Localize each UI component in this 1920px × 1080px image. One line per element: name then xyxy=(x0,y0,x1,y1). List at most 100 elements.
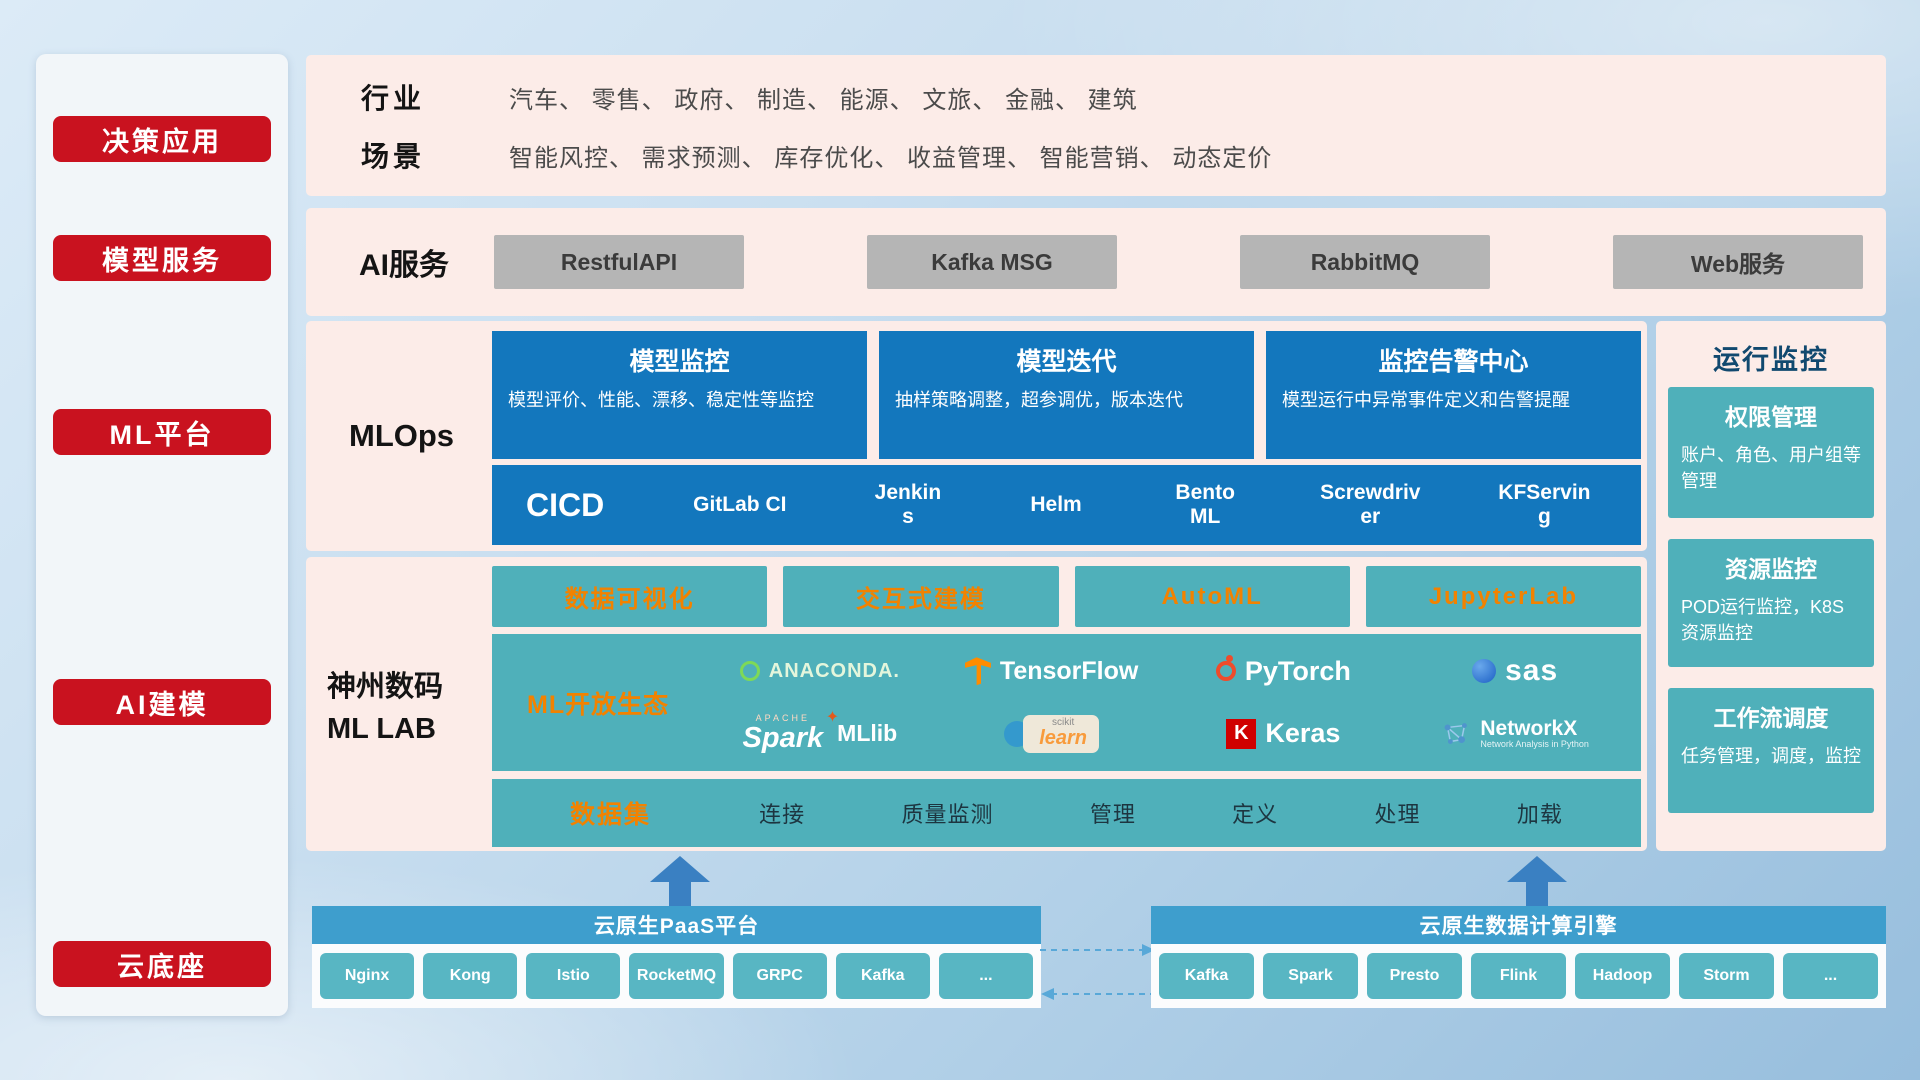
scikit-learn-logo: scikit learn xyxy=(936,714,1168,753)
dataset-item-define: 定义 xyxy=(1232,802,1279,827)
ml-open-ecosystem-box: ML开放生态 ANACONDA. TensorFlow PyTorch sas … xyxy=(492,634,1641,771)
mlops-panel: MLOps 模型监控 模型评价、性能、漂移、稳定性等监控 模型迭代 抽样策略调整… xyxy=(306,321,1647,551)
mllib-text: MLlib xyxy=(837,720,898,747)
tensorflow-logo: TensorFlow xyxy=(936,657,1168,686)
card-title: 监控告警中心 xyxy=(1378,348,1529,376)
more2-chip: ... xyxy=(1783,953,1878,999)
flink-chip: Flink xyxy=(1471,953,1566,999)
resource-monitoring-card: 资源监控 POD运行监控，K8S资源监控 xyxy=(1668,539,1874,667)
dataset-item-connect: 连接 xyxy=(759,802,806,827)
model-iteration-card: 模型迭代 抽样策略调整，超参调优，版本迭代 xyxy=(879,331,1254,459)
kafka-msg-button: Kafka MSG xyxy=(867,235,1117,289)
data-visualization-button: 数据可视化 xyxy=(492,566,768,627)
kong-chip: Kong xyxy=(423,953,518,999)
automl-button: AutoML xyxy=(1074,566,1350,627)
sas-icon xyxy=(1472,659,1497,684)
pytorch-icon xyxy=(1215,655,1236,682)
sidebar-item-decision-apps: 决策应用 xyxy=(53,116,271,162)
kafka2-chip: Kafka xyxy=(1159,953,1254,999)
sidebar-item-cloud-base: 云底座 xyxy=(53,941,271,987)
card-title: 权限管理 xyxy=(1725,404,1817,430)
rocketmq-chip: RocketMQ xyxy=(629,953,724,999)
alert-center-card: 监控告警中心 模型运行中异常事件定义和告警提醒 xyxy=(1266,331,1641,459)
dataset-item-manage: 管理 xyxy=(1089,802,1136,827)
card-title: 工作流调度 xyxy=(1713,705,1829,731)
kafka-chip: Kafka xyxy=(835,953,930,999)
spark-star-icon: ✦ xyxy=(825,709,840,727)
scikit-learn-wordmark: scikit learn xyxy=(1023,714,1100,753)
ai-service-panel: AI服务 RestfulAPI Kafka MSG RabbitMQ Web服务 xyxy=(306,208,1886,316)
workflow-scheduling-card: 工作流调度 任务管理，调度，监控 xyxy=(1668,688,1874,813)
ml-lab-tools-row: 数据可视化 交互式建模 AutoML JupyterLab xyxy=(492,566,1641,627)
mlops-label: MLOps xyxy=(349,418,455,453)
exchange-arrows xyxy=(1040,944,1156,1000)
ml-lab-label: 神州数码 ML LAB xyxy=(327,557,492,851)
networkx-icon xyxy=(1444,722,1468,744)
industry-list: 汽车、 零售、 政府、 制造、 能源、 文旅、 金融、 建筑 xyxy=(509,86,1138,114)
networkx-subtext: Network Analysis in Python xyxy=(1480,739,1589,750)
model-monitoring-card: 模型监控 模型评价、性能、漂移、稳定性等监控 xyxy=(492,331,867,459)
keras-text: Keras xyxy=(1265,718,1341,749)
keras-icon: K xyxy=(1226,718,1257,749)
sidebar-item-model-service: 模型服务 xyxy=(53,235,271,281)
ml-open-ecosystem-label: ML开放生态 xyxy=(527,690,670,719)
tensorflow-text: TensorFlow xyxy=(999,656,1139,685)
bentoml-item: BentoML xyxy=(1175,480,1235,528)
nginx-chip: Nginx xyxy=(320,953,415,999)
mlops-cards: 模型监控 模型评价、性能、漂移、稳定性等监控 模型迭代 抽样策略调整，超参调优，… xyxy=(492,331,1641,459)
anaconda-text: ANACONDA. xyxy=(768,659,900,682)
anaconda-logo: ANACONDA. xyxy=(704,660,936,683)
card-desc: POD运行监控，K8S资源监控 xyxy=(1681,597,1845,644)
card-title: 模型迭代 xyxy=(1016,348,1117,376)
ml-lab-panel: 神州数码 ML LAB 数据可视化 交互式建模 AutoML JupyterLa… xyxy=(306,557,1647,851)
industry-label: 行业 xyxy=(361,83,426,114)
spark-mllib-logo: APACHE Spark ✦ MLlib xyxy=(704,710,936,753)
networkx-wordmark: NetworkX Network Analysis in Python xyxy=(1480,717,1589,750)
cicd-label: CICD xyxy=(526,486,605,523)
cicd-items: GitLab CI Jenkins Helm BentoML Screwdriv… xyxy=(644,481,1627,529)
engine-components: Kafka Spark Presto Flink Hadoop Storm ..… xyxy=(1151,944,1886,1008)
paas-components: Nginx Kong Istio RocketMQ GRPC Kafka ... xyxy=(312,944,1041,1008)
scene-label: 场景 xyxy=(361,141,426,172)
card-title: 资源监控 xyxy=(1725,556,1817,582)
restfulapi-button: RestfulAPI xyxy=(494,235,744,289)
up-arrow-engine xyxy=(1507,856,1567,906)
industry-row: 行业 汽车、 零售、 政府、 制造、 能源、 文旅、 金融、 建筑 xyxy=(306,75,1886,119)
card-title: 模型监控 xyxy=(629,348,730,376)
dataset-items: 连接 质量监测 管理 定义 处理 加载 xyxy=(651,797,1641,829)
sas-logo: sas xyxy=(1399,654,1631,688)
cloud-paas-group: 云原生PaaS平台 Nginx Kong Istio RocketMQ GRPC… xyxy=(312,906,1041,1008)
left-layer-sidebar: 决策应用 模型服务 ML平台 AI建模 云底座 xyxy=(36,54,288,1016)
dataset-bar: 数据集 连接 质量监测 管理 定义 处理 加载 xyxy=(492,779,1641,847)
ai-service-buttons: RestfulAPI Kafka MSG RabbitMQ Web服务 xyxy=(494,235,1863,289)
spark-wordmark: APACHE Spark ✦ xyxy=(743,710,840,753)
presto-chip: Presto xyxy=(1367,953,1462,999)
helm-item: Helm xyxy=(1030,492,1082,516)
jupyterlab-button: JupyterLab xyxy=(1365,566,1641,627)
spark-chip: Spark xyxy=(1263,953,1358,999)
ml-lab-label-line1: 神州数码 xyxy=(327,670,444,703)
cicd-bar: CICD GitLab CI Jenkins Helm BentoML Scre… xyxy=(492,465,1641,545)
scikit-text: scikit xyxy=(1052,716,1075,728)
card-desc: 任务管理，调度，监控 xyxy=(1681,746,1861,766)
web-service-button: Web服务 xyxy=(1613,235,1863,289)
anaconda-icon xyxy=(739,661,760,682)
card-desc: 抽样策略调整，超参调优，版本迭代 xyxy=(895,390,1183,410)
scene-row: 场景 智能风控、 需求预测、 库存优化、 收益管理、 智能营销、 动态定价 xyxy=(306,133,1886,177)
permission-mgmt-card: 权限管理 账户、角色、用户组等管理 xyxy=(1668,387,1874,518)
interactive-modeling-button: 交互式建模 xyxy=(783,566,1059,627)
jenkins-item: Jenkins xyxy=(874,480,942,528)
apache-text: APACHE xyxy=(755,713,811,724)
sidebar-item-ml-platform: ML平台 xyxy=(53,409,271,455)
tensorflow-icon xyxy=(964,657,991,686)
storm-chip: Storm xyxy=(1679,953,1774,999)
pytorch-text: PyTorch xyxy=(1244,655,1351,686)
scene-list: 智能风控、 需求预测、 库存优化、 收益管理、 智能营销、 动态定价 xyxy=(509,144,1273,172)
gitlab-ci-item: GitLab CI xyxy=(693,492,787,516)
ml-lab-label-line2: ML LAB xyxy=(327,712,437,745)
dataset-item-load: 加载 xyxy=(1516,802,1563,827)
screwdriver-item: Screwdriver xyxy=(1320,480,1421,528)
dataset-item-process: 处理 xyxy=(1374,802,1421,827)
networkx-text: NetworkX xyxy=(1480,717,1578,741)
pytorch-logo: PyTorch xyxy=(1168,655,1400,687)
